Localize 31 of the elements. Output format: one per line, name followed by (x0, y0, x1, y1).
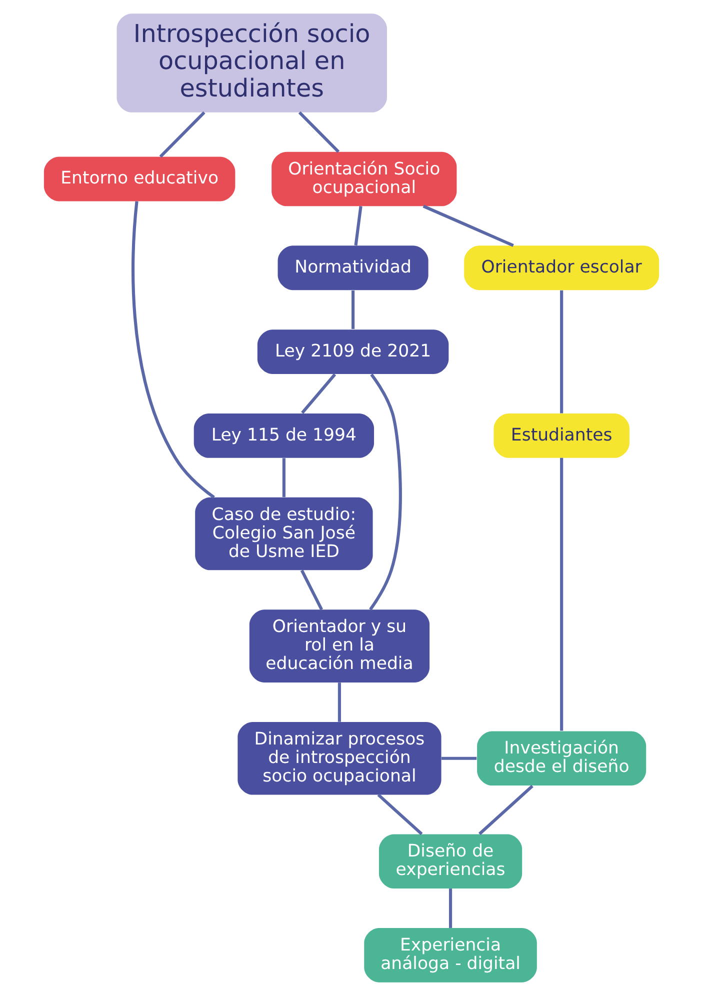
connector (338, 682, 342, 722)
node-box: Caso de estudio: Colegio San José de Usme IED (195, 497, 373, 570)
node-box: Introspección socio ocupacional en estudiantes (116, 14, 387, 112)
connector (478, 784, 534, 836)
node-box: Diseño de experiencias (378, 834, 522, 889)
node-box: Investigación desde el diseño (477, 731, 646, 786)
connector (377, 794, 423, 836)
connector (352, 290, 355, 329)
node-box: Orientación Socio ocupacional (272, 152, 457, 206)
node-box: Experiencia análoga - digital (364, 928, 537, 982)
connector (298, 111, 340, 153)
connector (282, 458, 286, 498)
connector (560, 458, 564, 731)
node-box: Ley 2109 de 2021 (257, 330, 449, 374)
connector (441, 756, 477, 760)
connector (422, 204, 514, 247)
node-box: Dinamizar procesos de introspección socio ocupacional (238, 722, 442, 795)
node-box: Orientador escolar (464, 246, 660, 290)
node-box: Normatividad (278, 246, 428, 290)
connector (159, 111, 206, 158)
connector (132, 201, 215, 499)
connector (560, 290, 564, 414)
node-box: Ley 115 de 1994 (194, 413, 374, 458)
connector (354, 206, 362, 246)
node-box: Orientador y su rol en la educación media (249, 610, 430, 682)
connector (369, 374, 402, 610)
connector (300, 570, 323, 610)
node-box: Estudiantes (494, 413, 630, 458)
connector (448, 888, 452, 928)
connector (301, 373, 336, 414)
node-box: Entorno educativo (44, 156, 236, 202)
